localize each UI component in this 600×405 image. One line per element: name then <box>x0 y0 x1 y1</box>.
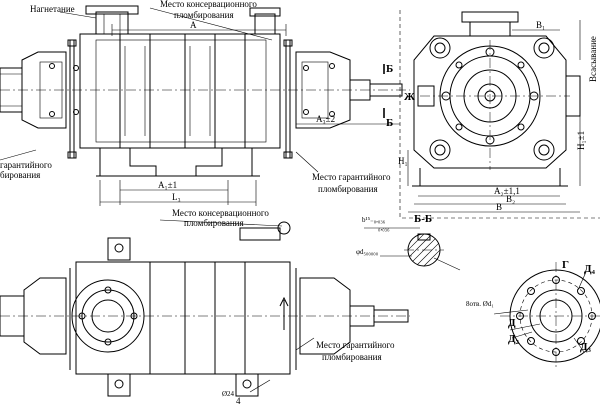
warranty-seal-label-left: гарантийного <box>0 160 52 170</box>
conservation-seal-label-plan-line2: пломбирования <box>184 218 244 228</box>
section-mark-B-top: Б <box>386 63 393 75</box>
conservation-seal-label: Место консервационного <box>160 0 257 9</box>
suction-label: Всасывание <box>588 36 598 82</box>
flange-holes-label: 8отв. Ød₁ <box>466 300 494 308</box>
section-bb-title: Б-Б <box>414 213 432 225</box>
flange-label-D: Д <box>508 317 516 329</box>
flange-label-D2: Д₂ <box>508 333 520 345</box>
flange-label-D4: Д₄ <box>584 263 596 275</box>
shaft-key-dimension-tol: ₀,₀₃₆ <box>378 224 390 232</box>
discharge-label: Нагнетание <box>30 4 75 14</box>
section-mark-B-bottom: Б <box>386 117 393 129</box>
shaft-key-dimension: b¹⁵₋₀,₀₃₆ <box>362 216 386 224</box>
warranty-seal-label-plan-line2: пломбирования <box>322 352 382 362</box>
warranty-seal-label-plan: Место гарантийного <box>316 340 395 350</box>
dimension-A3: A₃±2 <box>316 114 335 124</box>
plan-view: Место консервационного пломбирования Мес… <box>0 208 410 405</box>
dimension-A: A <box>190 20 197 30</box>
flange-label-D3: Д₃ <box>580 341 592 353</box>
dimension-A2: A₂±1,1 <box>494 186 520 196</box>
shaft-diameter-dimension: φd₅₀₀₀₀₀ <box>356 248 379 256</box>
conservation-seal-label-plan: Место консервационного <box>172 208 269 218</box>
flange-label-G: Г <box>562 259 569 271</box>
dimension-B: B <box>496 202 502 212</box>
dimension-L3: L₃ <box>172 192 181 202</box>
section-b-b: Б-Б b¹⁵₋₀,₀₃₆ ₀,₀₃₆ φd₅₀₀₀₀₀ <box>356 213 461 271</box>
side-elevation-view: Нагнетание Место консервационного пломби… <box>0 0 410 206</box>
dimension-4: 4 <box>236 396 241 405</box>
flange-detail-view: Г Д₄ 8отв. Ød₁ Д Д₂ Д₃ <box>466 259 600 370</box>
dimension-H1: H₁ <box>398 156 408 166</box>
conservation-seal-label-line2: пломбирования <box>174 10 234 20</box>
warranty-seal-label-right: Место гарантийного <box>312 172 391 182</box>
warranty-seal-label-right-line2: пломбирования <box>318 184 378 194</box>
dimension-A1: A₁±1 <box>158 180 177 190</box>
view-mark-zh: Ж <box>404 91 415 103</box>
dimension-B2: B₂ <box>506 194 515 204</box>
end-view: B₁ A₂±1,1 B₂ B H₁ H₁±1 Всасывание Ж <box>398 10 600 219</box>
dimension-phi24: Ø24 <box>222 390 235 398</box>
dimension-B1: B₁ <box>536 20 545 30</box>
warranty-seal-label-left-line2: бирования <box>0 170 40 180</box>
dimension-H1-tolerance: H₁±1 <box>576 131 586 150</box>
